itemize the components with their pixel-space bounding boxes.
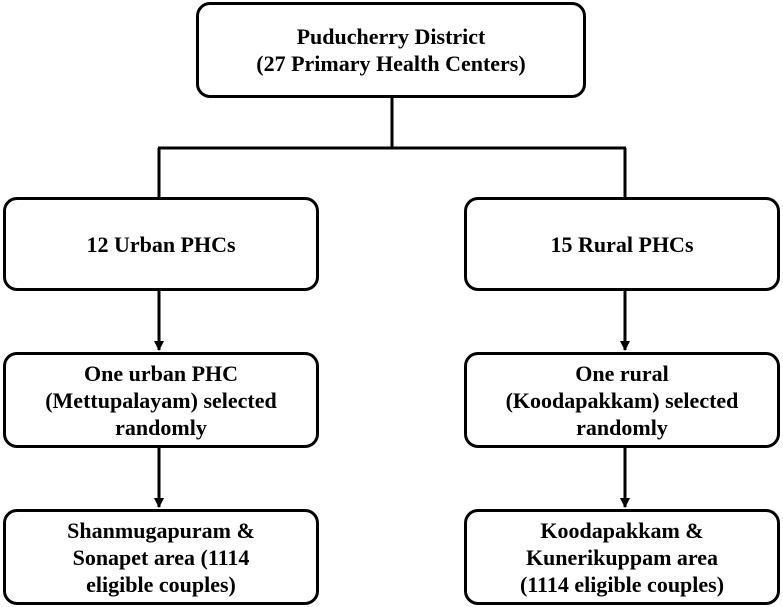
rural-area-line-2: Kunerikuppam area: [525, 544, 719, 570]
urban-area-line-2: Sonapet area (1114: [72, 544, 250, 570]
urban-phcs-node: 12 Urban PHCs: [3, 197, 319, 291]
rural-area-line-1: Koodapakkam &: [540, 517, 704, 543]
urban-selected-line-3: randomly: [115, 414, 207, 440]
urban-selected-node: One urban PHC (Mettupalayam) selected ra…: [3, 352, 319, 448]
urban-selected-line-1: One urban PHC: [83, 360, 239, 386]
root-node-puducherry-district: Puducherry District (27 Primary Health C…: [196, 2, 586, 98]
rural-selected-line-1: One rural: [575, 360, 669, 386]
rural-phcs-node: 15 Rural PHCs: [464, 197, 780, 291]
rural-area-node: Koodapakkam & Kunerikuppam area (1114 el…: [464, 509, 780, 605]
root-node-line-2: (27 Primary Health Centers): [256, 51, 526, 76]
rural-selected-line-2: (Koodapakkam) selected: [505, 387, 739, 413]
urban-area-line-1: Shanmugapuram &: [67, 517, 255, 543]
root-node-line-1: Puducherry District: [296, 24, 486, 49]
rural-area-line-3: (1114 eligible couples): [519, 571, 725, 597]
rural-selected-line-3: randomly: [576, 414, 668, 440]
urban-area-line-3: eligible couples): [86, 571, 236, 597]
urban-selected-line-2: (Mettupalayam) selected: [45, 387, 277, 413]
rural-phcs-label: 15 Rural PHCs: [550, 231, 694, 257]
urban-area-node: Shanmugapuram & Sonapet area (1114 eligi…: [3, 509, 319, 605]
urban-phcs-label: 12 Urban PHCs: [86, 231, 236, 257]
rural-selected-node: One rural (Koodapakkam) selected randoml…: [464, 352, 780, 448]
